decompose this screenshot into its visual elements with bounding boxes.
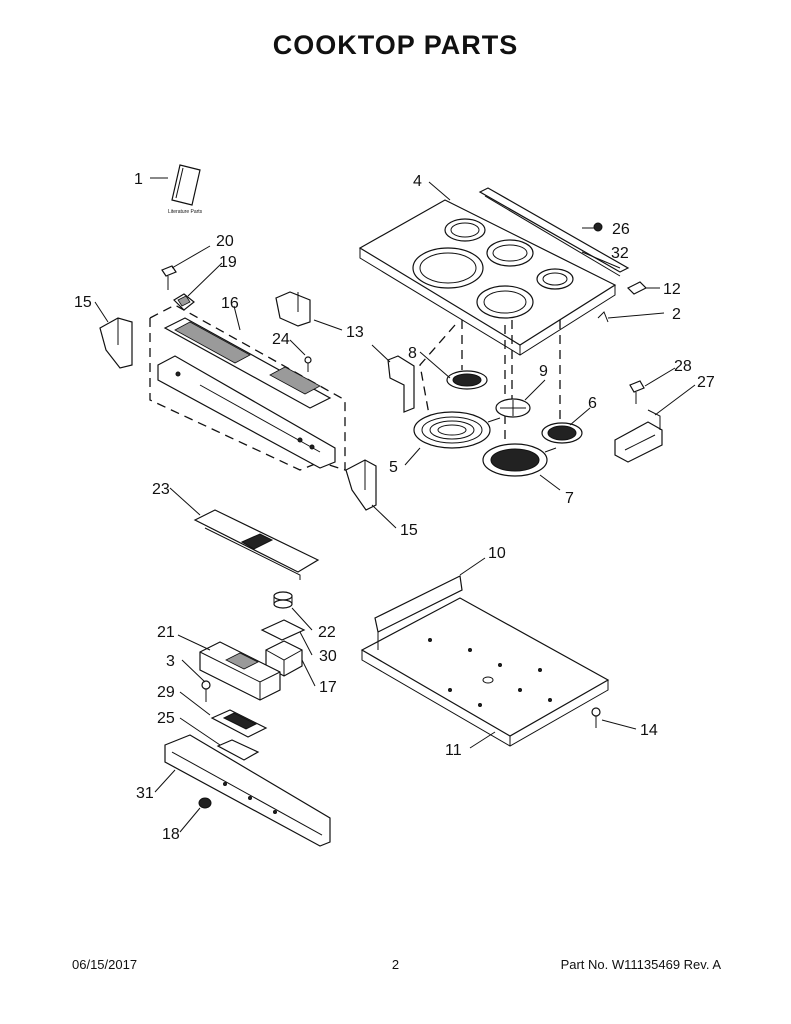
callout-8: 8 — [408, 345, 417, 362]
callout-15b: 15 — [400, 522, 418, 539]
callout-25: 25 — [157, 710, 175, 727]
callout-15: 15 — [74, 294, 92, 311]
callout-18: 18 — [162, 826, 180, 843]
callout-7: 7 — [565, 490, 574, 507]
callout-9: 9 — [539, 363, 548, 380]
assembly-outline — [149, 304, 346, 471]
callout-17: 17 — [319, 679, 337, 696]
page-title: COOKTOP PARTS — [272, 30, 519, 60]
callout-1: 1 — [134, 171, 143, 188]
literature-parts[interactable]: Literature Parts — [168, 164, 203, 215]
callout-4: 4 — [413, 173, 422, 190]
callout-29: 29 — [157, 684, 175, 701]
callout-6: 6 — [588, 395, 597, 412]
callout-19: 19 — [219, 254, 237, 271]
callout-numbers: 1 2 3 4 5 6 7 8 9 10 11 12 13 14 15 15 1… — [74, 171, 715, 843]
dual-surface-element[interactable] — [482, 443, 557, 477]
footer-part-number: Part No. W11135469 Rev. A — [560, 957, 721, 972]
assembly-line — [419, 324, 456, 421]
small-surface-element[interactable] — [446, 370, 488, 390]
panel-clip[interactable] — [173, 293, 195, 311]
callout-31: 31 — [136, 785, 154, 802]
callout-13: 13 — [346, 324, 364, 341]
screw-part[interactable] — [201, 680, 211, 702]
side-bracket-left[interactable] — [99, 317, 133, 369]
clip-part[interactable] — [626, 281, 648, 295]
callout-5: 5 — [389, 459, 398, 476]
callout-10: 10 — [488, 545, 506, 562]
callout-32: 32 — [611, 245, 629, 262]
footer-date: 06/15/2017 — [72, 957, 138, 972]
callout-14: 14 — [640, 722, 658, 739]
callout-20: 20 — [216, 233, 234, 250]
callout-22: 22 — [318, 624, 336, 641]
rear-surface-element[interactable] — [541, 422, 583, 444]
clip-knob[interactable] — [198, 797, 212, 809]
callout-11: 11 — [445, 742, 462, 759]
callout-28: 28 — [674, 358, 692, 375]
callout-30: 30 — [319, 648, 337, 665]
callout-leaders — [94, 177, 696, 833]
callout-23: 23 — [152, 481, 170, 498]
callout-21: 21 — [157, 624, 175, 641]
footer-page-number: 2 — [391, 957, 400, 972]
mounting-bracket[interactable] — [387, 355, 415, 413]
element-disc[interactable] — [495, 398, 531, 418]
callout-24: 24 — [272, 331, 290, 348]
switch-block[interactable] — [265, 640, 303, 677]
control-panel[interactable] — [157, 317, 336, 469]
callout-12: 12 — [663, 281, 681, 298]
callout-3: 3 — [166, 653, 175, 670]
main-top-frame[interactable] — [360, 575, 610, 747]
screw-part[interactable] — [304, 356, 312, 372]
callout-27: 27 — [697, 374, 715, 391]
hinge-bracket[interactable] — [275, 291, 311, 327]
callout-2: 2 — [672, 306, 681, 323]
nut-part[interactable] — [593, 222, 603, 232]
corner-bracket[interactable] — [614, 409, 663, 463]
control-bracket-plate[interactable] — [193, 509, 320, 580]
keypad-holder[interactable] — [210, 709, 268, 738]
wire-part[interactable] — [597, 311, 609, 323]
large-radiant-element[interactable] — [413, 411, 501, 449]
literature-label: Literature Parts — [168, 209, 203, 215]
keypad-membrane[interactable] — [216, 739, 260, 761]
screw-part[interactable] — [161, 265, 177, 290]
screw-part[interactable] — [629, 380, 645, 404]
insulation-pad[interactable] — [260, 619, 306, 641]
grommet[interactable] — [273, 591, 293, 609]
screw-part[interactable] — [591, 707, 601, 728]
callout-26: 26 — [612, 221, 630, 238]
electronic-control-board[interactable] — [199, 641, 281, 701]
callout-16: 16 — [221, 295, 239, 312]
side-bracket-lower[interactable] — [345, 459, 377, 511]
cooktop-glass[interactable] — [358, 199, 617, 356]
front-trim[interactable] — [164, 734, 331, 847]
rear-trim-strip[interactable] — [478, 187, 630, 277]
